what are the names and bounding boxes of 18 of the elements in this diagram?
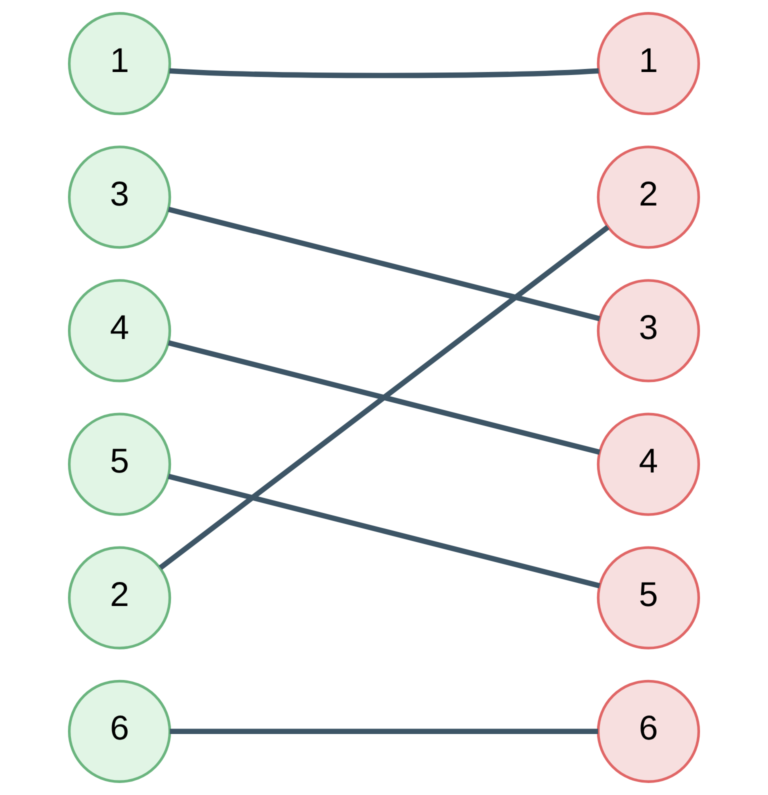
node-circle: 2 [68, 546, 172, 650]
connector [168, 206, 600, 322]
node-circle: 5 [596, 546, 700, 650]
connector [158, 225, 610, 570]
node-circle: 1 [68, 12, 172, 116]
node-circle: 2 [596, 146, 700, 249]
connector [170, 728, 598, 734]
node-circle: 3 [68, 146, 172, 249]
node-circle: 4 [68, 279, 172, 382]
connector [168, 340, 600, 455]
node-circle: 6 [596, 680, 700, 783]
node-circle: 5 [68, 412, 172, 516]
node-circle: 1 [596, 12, 700, 116]
connector [169, 68, 599, 78]
node-circle: 3 [596, 279, 700, 382]
node-circle: 4 [596, 412, 700, 516]
node-circle: 6 [68, 680, 172, 783]
connector [168, 474, 600, 588]
